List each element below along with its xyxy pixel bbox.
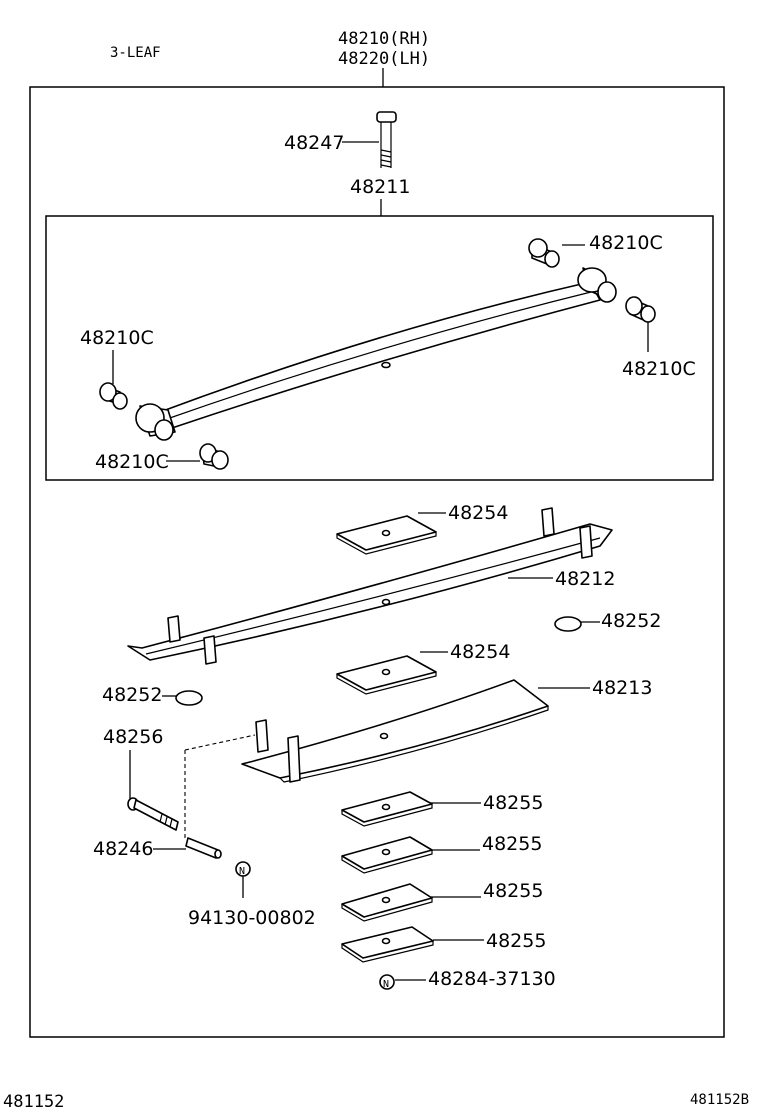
clip-4-label[interactable]: 48255 xyxy=(486,930,546,952)
clip-3-label[interactable]: 48255 xyxy=(483,880,543,902)
silencer-right-label[interactable]: 48252 xyxy=(601,610,661,632)
rivet-marker xyxy=(379,974,395,990)
main-leaf-label[interactable]: 48211 xyxy=(350,176,410,198)
clip-2-label[interactable]: 48255 xyxy=(482,833,542,855)
clip-2[interactable] xyxy=(341,836,433,874)
silencer-left[interactable] xyxy=(175,690,203,706)
upper-pad-label[interactable]: 48254 xyxy=(448,502,508,524)
bushing-bottom-left[interactable] xyxy=(199,443,229,470)
bushing-top-right[interactable] xyxy=(528,238,560,268)
rivet-part-label[interactable]: 48284-37130 xyxy=(428,968,556,990)
leaf-count-label: 3-LEAF xyxy=(110,45,161,61)
bushing-top-right-label[interactable]: 48210C xyxy=(589,232,663,254)
clip-4[interactable] xyxy=(341,926,434,963)
center-bolt[interactable] xyxy=(376,111,397,168)
second-leaf-label[interactable]: 48212 xyxy=(555,568,615,590)
silencer-left-label[interactable]: 48252 xyxy=(102,684,162,706)
lower-pad-label[interactable]: 48254 xyxy=(450,641,510,663)
main-leaf-frame xyxy=(45,215,714,481)
main-leaf[interactable] xyxy=(135,267,617,441)
nut-marker-text: N xyxy=(239,866,245,877)
second-leaf[interactable] xyxy=(127,507,613,665)
bushing-left[interactable] xyxy=(99,382,128,410)
footer-left-code: 481152 xyxy=(3,1092,64,1112)
nut-part-label[interactable]: 94130-00802 xyxy=(188,907,316,929)
clip-bolt-label[interactable]: 48256 xyxy=(103,726,163,748)
silencer-right[interactable] xyxy=(554,616,582,632)
clip-3[interactable] xyxy=(341,883,433,922)
spacer[interactable] xyxy=(185,837,222,859)
assembly-lh-label[interactable]: 48220(LH) xyxy=(338,49,430,69)
clip-1[interactable] xyxy=(341,791,433,827)
footer-right-code: 481152B xyxy=(690,1092,749,1108)
clip-1-label[interactable]: 48255 xyxy=(483,792,543,814)
bushing-right[interactable] xyxy=(625,296,656,323)
assembly-guide-a xyxy=(184,734,256,751)
bushing-right-label[interactable]: 48210C xyxy=(622,358,696,380)
third-leaf[interactable] xyxy=(241,679,549,783)
rivet-marker-text: N xyxy=(383,979,389,990)
third-leaf-label[interactable]: 48213 xyxy=(592,677,652,699)
bushing-bottom-left-label[interactable]: 48210C xyxy=(95,451,169,473)
clip-bolt[interactable] xyxy=(127,797,179,831)
spacer-label[interactable]: 48246 xyxy=(93,838,153,860)
bushing-left-label[interactable]: 48210C xyxy=(80,327,154,349)
assembly-frame xyxy=(29,86,725,1038)
assembly-rh-label[interactable]: 48210(RH) xyxy=(338,29,430,49)
center-bolt-label[interactable]: 48247 xyxy=(284,132,344,154)
